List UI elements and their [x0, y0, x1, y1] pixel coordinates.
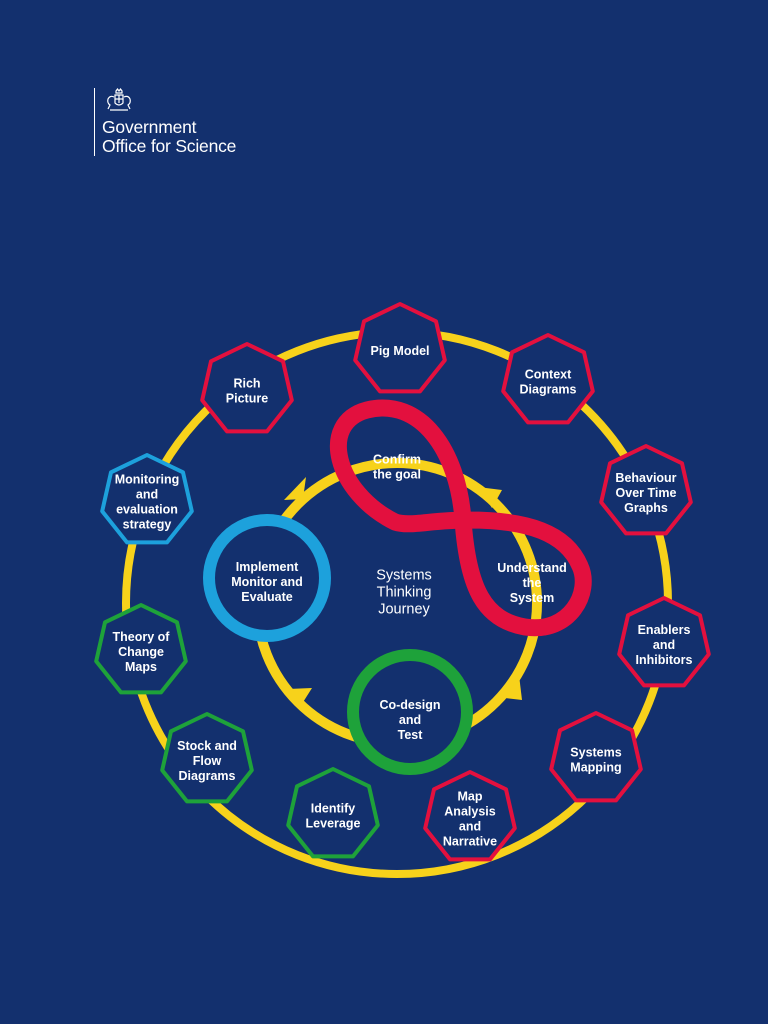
tool-badge-label-line: Behaviour [615, 471, 676, 485]
tool-badge-label-line: Graphs [624, 501, 668, 515]
tool-badge-label-line: Analysis [444, 804, 495, 818]
stage-ring-implement [203, 514, 331, 642]
tool-badge-label-line: Pig Model [370, 344, 429, 358]
tool-badge-heptagon [599, 444, 693, 536]
stage-label-line: Test [398, 728, 424, 742]
tool-badge-label-line: Identify [311, 801, 355, 815]
tool-badge-label-line: Monitoring [115, 472, 180, 486]
tool-badge-label-line: Map [458, 789, 483, 803]
tool-badge-label-line: Context [525, 367, 572, 381]
tool-badge-label-line: and [459, 819, 481, 833]
stage-label-line: Monitor and [231, 575, 303, 589]
tool-badge-label-line: Flow [193, 754, 222, 768]
tool-badge-heptagon [353, 302, 447, 394]
tool-badge-label-line: Maps [125, 660, 157, 674]
tool-badge-label-line: Over Time [616, 486, 677, 500]
flow-arrow-bottom-left [288, 688, 312, 707]
organisation-line-2: Office for Science [102, 136, 237, 156]
stage-label-line: the goal [373, 467, 421, 481]
tool-badge-label-line: Leverage [306, 816, 361, 830]
organisation-name: Government Office for Science [102, 118, 236, 156]
tool-badge-heptagon [549, 711, 643, 803]
tool-badge-label-line: Rich [233, 376, 260, 390]
diagram-center-title-line: Journey [378, 602, 430, 618]
tool-badge-label-line: strategy [123, 517, 172, 531]
tool-badge-heptagon [423, 770, 517, 862]
tool-badge-label-line: Theory of [113, 630, 171, 644]
stage-loop-confirm-understand [330, 399, 592, 637]
tool-badge-heptagon [286, 767, 380, 859]
tool-badge-label-line: and [136, 487, 158, 501]
stage-ring-codesign [347, 649, 473, 775]
tool-badge-label: Pig Model [370, 344, 429, 358]
tool-badge-label-line: Picture [226, 391, 268, 405]
tool-badge-label-line: Stock and [177, 739, 237, 753]
stage-label-line: Understand [497, 561, 566, 575]
stage-label-line: Implement [236, 560, 299, 574]
organisation-line-1: Government [102, 117, 197, 137]
tool-badge-label-line: Diagrams [179, 769, 236, 783]
stage-label-line: and [399, 713, 421, 727]
tool-badge-heptagon [501, 333, 595, 425]
tool-badge-heptagon [100, 453, 194, 545]
stage-label-line: System [510, 591, 554, 605]
tool-badge-label-line: Inhibitors [636, 653, 693, 667]
tool-badge-label-line: Mapping [570, 760, 621, 774]
tool-badge-heptagon [617, 596, 711, 688]
tool-badge-label-line: and [653, 638, 675, 652]
diagram-center-title-line: Thinking [377, 585, 432, 601]
royal-coat-of-arms-icon [107, 88, 131, 111]
tool-badge-label-line: Change [118, 645, 164, 659]
tool-badge-label-line: Diagrams [520, 382, 577, 396]
tool-badge-label-line: Narrative [443, 834, 497, 848]
tool-badge-heptagon [160, 712, 254, 804]
stage-label-line: Confirm [373, 452, 421, 466]
flow-arrow-top-left [284, 477, 306, 500]
tool-badge-label-line: Systems [570, 745, 621, 759]
stage-label-line: Co-design [379, 698, 440, 712]
tool-badge: Pig Model [353, 302, 447, 394]
tool-badge-heptagon [200, 342, 294, 434]
flow-arrow-top-right [478, 487, 502, 508]
stage-label-line: the [523, 576, 542, 590]
brand-divider [94, 88, 95, 156]
diagram-center-title-line: Systems [376, 568, 432, 584]
tool-badge-label-line: evaluation [116, 502, 178, 516]
stage-label-line: Evaluate [241, 590, 292, 604]
tool-badge-label-line: Enablers [638, 623, 691, 637]
flow-arrow-bottom-right [505, 675, 522, 700]
tool-badge-heptagon [94, 603, 188, 695]
